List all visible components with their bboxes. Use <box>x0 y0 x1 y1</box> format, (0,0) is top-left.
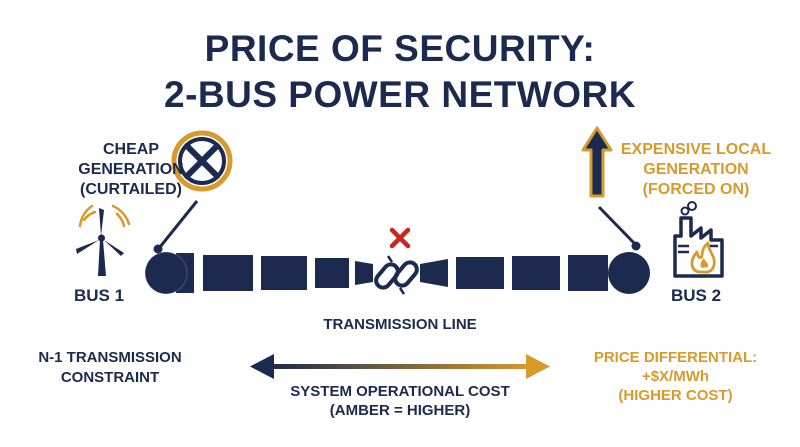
transmission-line-label: TRANSMISSION LINE <box>323 316 477 333</box>
bus-1-label: BUS 1 <box>73 286 125 305</box>
cheap-gen-line-3: (CURTAILED) <box>80 181 182 198</box>
forced-on-connector <box>597 205 641 251</box>
cheap-gen-line-2: GENERATION <box>78 161 184 178</box>
bus-2-label: BUS 2 <box>670 286 722 305</box>
curtail-connector <box>153 200 199 254</box>
cheap-gen-line-1: CHEAP <box>102 141 159 158</box>
page-title: PRICE OF SECURITY: 2-BUS POWER NETWORK <box>0 26 800 118</box>
curtailed-x-icon <box>171 130 233 192</box>
price-diff-line-2: +$X/MWh <box>641 368 710 385</box>
bus-2-node[interactable] <box>608 252 650 294</box>
expensive-gen-line-3: (FORCED ON) <box>642 181 750 198</box>
n1-constraint-label: N-1 TRANSMISSION CONSTRAINT <box>30 348 190 388</box>
price-diff-line-3: (HIGHER COST) <box>618 387 733 404</box>
system-cost-line-1: SYSTEM OPERATIONAL COST <box>290 383 510 400</box>
price-diff-line-1: PRICE DIFFERENTIAL: <box>593 349 758 366</box>
expensive-gen-line-1: EXPENSIVE LOCAL <box>620 141 772 158</box>
transmission-line <box>176 253 608 293</box>
system-cost-label: SYSTEM OPERATIONAL COST (AMBER = HIGHER) <box>270 382 530 420</box>
title-line-2: 2-BUS POWER NETWORK <box>164 74 636 115</box>
wind-turbine-icon <box>76 204 131 276</box>
system-cost-line-2: (AMBER = HIGHER) <box>329 402 471 419</box>
broken-link-icon <box>374 255 419 295</box>
constraint-line-2: CONSTRAINT <box>60 369 160 386</box>
constraint-line-1: N-1 TRANSMISSION <box>38 349 182 366</box>
expensive-generation-label: EXPENSIVE LOCAL GENERATION (FORCED ON) <box>611 140 781 200</box>
title-line-1: PRICE OF SECURITY: <box>204 28 596 69</box>
cheap-generation-label: CHEAP GENERATION (CURTAILED) <box>66 140 196 200</box>
red-x-icon <box>389 227 411 249</box>
bus-1-node[interactable] <box>144 251 188 295</box>
up-arrow-icon <box>581 126 613 198</box>
expensive-gen-line-2: GENERATION <box>643 161 749 178</box>
flame-icon <box>690 241 716 274</box>
cost-scale-arrow <box>250 354 550 379</box>
price-differential-label: PRICE DIFFERENTIAL: +$X/MWh (HIGHER COST… <box>588 348 763 405</box>
